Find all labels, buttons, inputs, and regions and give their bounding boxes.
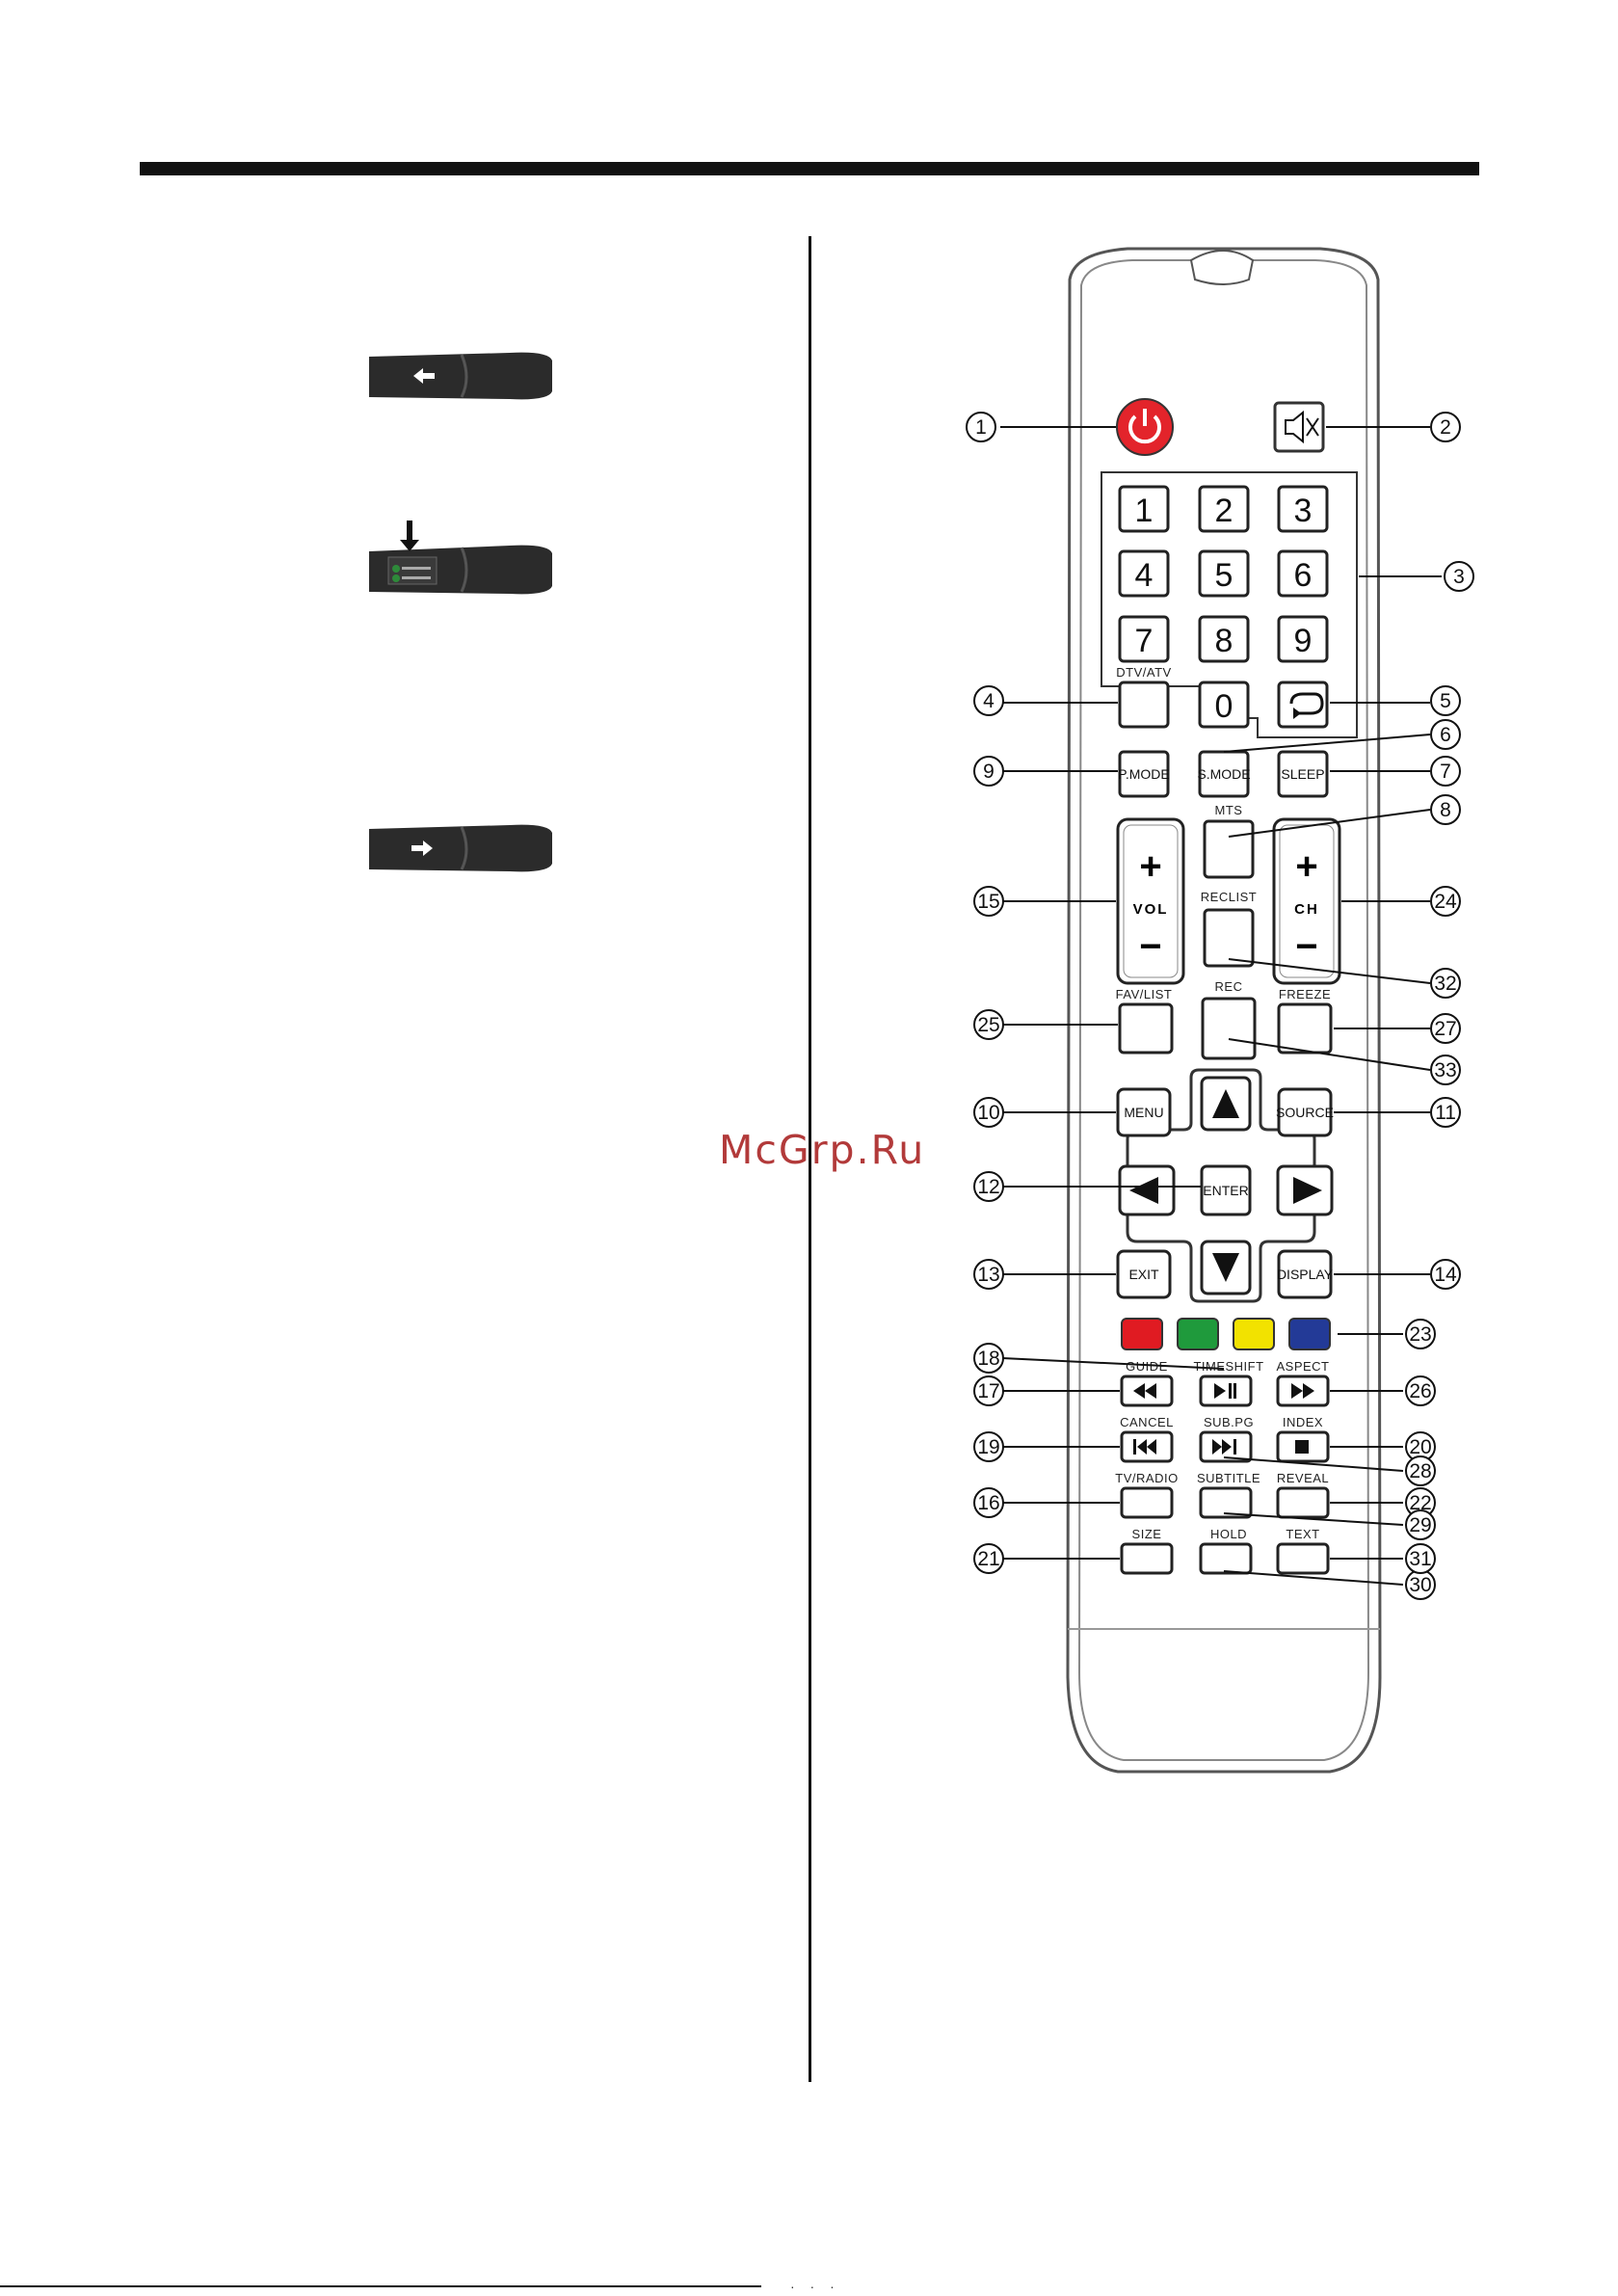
color-key-1[interactable] bbox=[1122, 1319, 1162, 1349]
key-5: 5 bbox=[1215, 557, 1233, 594]
aspect-caption: ASPECT bbox=[1276, 1359, 1329, 1374]
callout-number-2: 2 bbox=[1440, 416, 1451, 439]
callout-number-14: 14 bbox=[1434, 1264, 1457, 1286]
ir-window bbox=[1191, 251, 1253, 284]
display-label: DISPLAY bbox=[1277, 1267, 1334, 1282]
callout-number-24: 24 bbox=[1434, 891, 1457, 913]
callout-number-26: 26 bbox=[1409, 1380, 1431, 1402]
reclist-button[interactable] bbox=[1205, 910, 1253, 966]
ch-minus: − bbox=[1295, 925, 1317, 968]
stop-icon bbox=[1295, 1440, 1309, 1454]
text-button[interactable] bbox=[1278, 1544, 1328, 1573]
rec-button[interactable] bbox=[1203, 999, 1255, 1058]
callout-number-18: 18 bbox=[977, 1348, 999, 1370]
callout-number-27: 27 bbox=[1434, 1018, 1456, 1040]
recall-button[interactable] bbox=[1279, 682, 1327, 727]
key-9: 9 bbox=[1294, 623, 1313, 659]
key-7: 7 bbox=[1135, 623, 1154, 659]
reveal-button[interactable] bbox=[1278, 1488, 1328, 1517]
callout-number-6: 6 bbox=[1440, 724, 1451, 746]
color-key-4[interactable] bbox=[1289, 1319, 1330, 1349]
reveal-caption: REVEAL bbox=[1277, 1471, 1329, 1485]
callout-number-13: 13 bbox=[977, 1264, 999, 1286]
tv-radio-caption: TV/RADIO bbox=[1115, 1471, 1178, 1485]
hold-button[interactable] bbox=[1201, 1544, 1251, 1573]
key-4: 4 bbox=[1135, 557, 1154, 594]
key-2: 2 bbox=[1215, 493, 1233, 529]
callout-number-7: 7 bbox=[1440, 761, 1451, 783]
callout-number-28: 28 bbox=[1409, 1460, 1431, 1482]
callout-number-11: 11 bbox=[1435, 1102, 1456, 1124]
key-3: 3 bbox=[1294, 493, 1313, 529]
text-caption: TEXT bbox=[1286, 1527, 1319, 1541]
rec-caption: REC bbox=[1215, 979, 1243, 994]
freeze-caption: FREEZE bbox=[1279, 987, 1331, 1001]
sub-pg-caption: SUB.PG bbox=[1204, 1415, 1254, 1429]
callout-number-31: 31 bbox=[1409, 1548, 1431, 1570]
callout-number-15: 15 bbox=[977, 891, 999, 913]
callout-number-29: 29 bbox=[1409, 1514, 1431, 1536]
ch-label: CH bbox=[1294, 901, 1319, 918]
callout-number-21: 21 bbox=[977, 1548, 999, 1570]
index-caption: INDEX bbox=[1283, 1415, 1323, 1429]
mute-button[interactable] bbox=[1275, 403, 1323, 451]
callout-number-3: 3 bbox=[1453, 566, 1465, 588]
color-key-2[interactable] bbox=[1178, 1319, 1218, 1349]
source-label: SOURCE bbox=[1276, 1105, 1334, 1120]
ch-plus: + bbox=[1295, 845, 1317, 888]
key-0: 0 bbox=[1215, 688, 1233, 725]
dtv-atv-caption: DTV/ATV bbox=[1116, 665, 1171, 680]
dtv-atv-button[interactable] bbox=[1120, 682, 1168, 727]
vol-label: VOL bbox=[1133, 901, 1169, 918]
callout-number-20: 20 bbox=[1409, 1436, 1431, 1458]
callout-number-1: 1 bbox=[975, 416, 987, 439]
mts-button[interactable] bbox=[1205, 821, 1253, 877]
callout-number-10: 10 bbox=[977, 1102, 999, 1124]
vol-plus: + bbox=[1139, 845, 1161, 888]
color-key-3[interactable] bbox=[1233, 1319, 1274, 1349]
menu-label: MENU bbox=[1124, 1105, 1163, 1120]
freeze-button[interactable] bbox=[1279, 1004, 1331, 1053]
enter-label: ENTER bbox=[1203, 1183, 1248, 1198]
callout-number-4: 4 bbox=[983, 690, 995, 712]
cancel-caption: CANCEL bbox=[1120, 1415, 1174, 1429]
power-button[interactable] bbox=[1117, 399, 1173, 455]
callout-number-5: 5 bbox=[1440, 690, 1451, 712]
subtitle-caption: SUBTITLE bbox=[1197, 1471, 1260, 1485]
callout-number-25: 25 bbox=[977, 1014, 999, 1036]
size-caption: SIZE bbox=[1132, 1527, 1162, 1541]
reclist-caption: RECLIST bbox=[1201, 890, 1257, 904]
callout-number-32: 32 bbox=[1434, 973, 1456, 995]
fav-list-caption: FAV/LIST bbox=[1116, 987, 1173, 1001]
timeshift-caption: TIMESHIFT bbox=[1193, 1359, 1263, 1374]
callout-number-16: 16 bbox=[977, 1492, 999, 1514]
callout-number-8: 8 bbox=[1440, 799, 1451, 821]
callout-number-17: 17 bbox=[977, 1380, 999, 1402]
s-mode-label: S.MODE bbox=[1197, 766, 1250, 782]
p-mode-label: P.MODE bbox=[1118, 766, 1169, 782]
key-1: 1 bbox=[1135, 493, 1154, 529]
callout-number-30: 30 bbox=[1409, 1574, 1431, 1596]
callout-number-23: 23 bbox=[1409, 1323, 1431, 1346]
fav-list-button[interactable] bbox=[1120, 1004, 1172, 1053]
callout-number-33: 33 bbox=[1434, 1059, 1456, 1081]
key-6: 6 bbox=[1294, 557, 1313, 594]
size-button[interactable] bbox=[1122, 1544, 1172, 1573]
vol-minus: − bbox=[1139, 925, 1161, 968]
tv-radio-button[interactable] bbox=[1122, 1488, 1172, 1517]
mts-caption: MTS bbox=[1215, 803, 1243, 817]
callout-number-9: 9 bbox=[983, 761, 995, 783]
callout-number-12: 12 bbox=[977, 1176, 999, 1198]
sleep-label: SLEEP bbox=[1281, 766, 1324, 782]
key-8: 8 bbox=[1215, 623, 1233, 659]
exit-label: EXIT bbox=[1128, 1267, 1159, 1282]
previous-icon bbox=[1133, 1439, 1136, 1455]
hold-caption: HOLD bbox=[1210, 1527, 1247, 1541]
callout-number-19: 19 bbox=[977, 1436, 999, 1458]
